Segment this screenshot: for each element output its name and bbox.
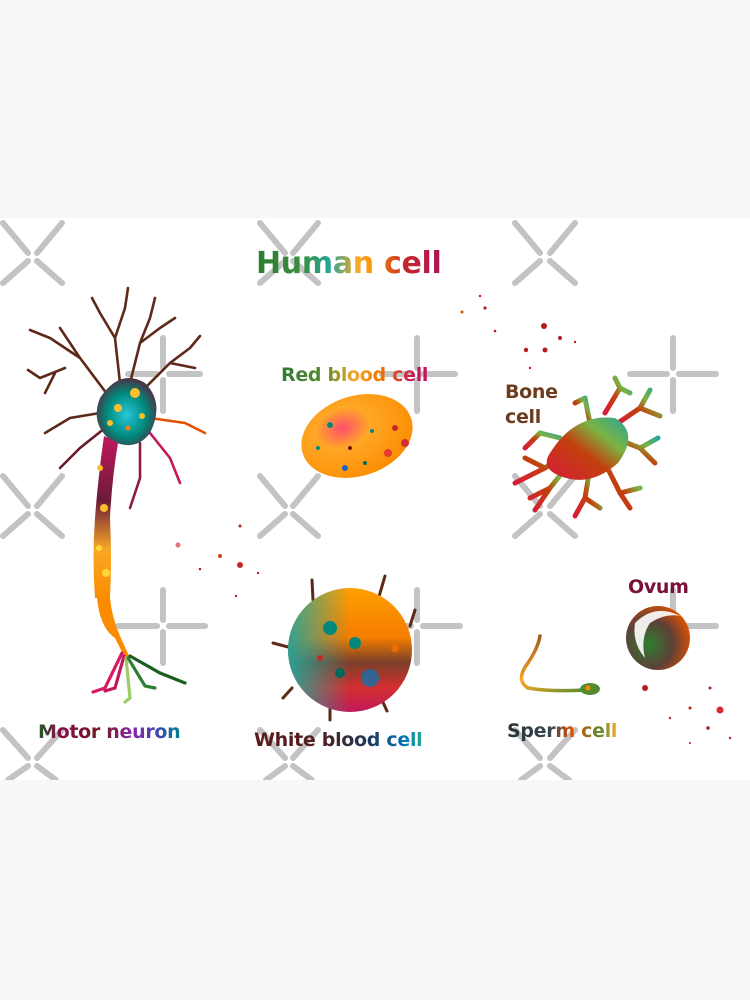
bone-cell-illustration [512, 375, 663, 519]
paint-splatter [175, 294, 732, 744]
sperm-cell-illustration [519, 634, 600, 695]
sperm-cell-label: Sperm cell [507, 720, 618, 742]
white-blood-cell-illustration [271, 574, 417, 722]
motor-neuron-illustration [26, 286, 207, 704]
cell-illustrations [26, 286, 732, 744]
red-blood-cell-label: Red blood cell [281, 364, 429, 386]
motor-neuron-label: Motor neuron [38, 721, 181, 743]
ovum-label: Ovum [628, 576, 689, 598]
white-blood-cell-label: White blood cell [254, 729, 423, 751]
ovum-illustration [626, 606, 690, 670]
bone-cell-label: Bone cell [505, 381, 558, 428]
red-blood-cell-illustration [301, 394, 413, 478]
poster-artwork: Human cell Red blood cell Bone cell Moto… [0, 218, 750, 780]
poster-title: Human cell [256, 246, 442, 281]
